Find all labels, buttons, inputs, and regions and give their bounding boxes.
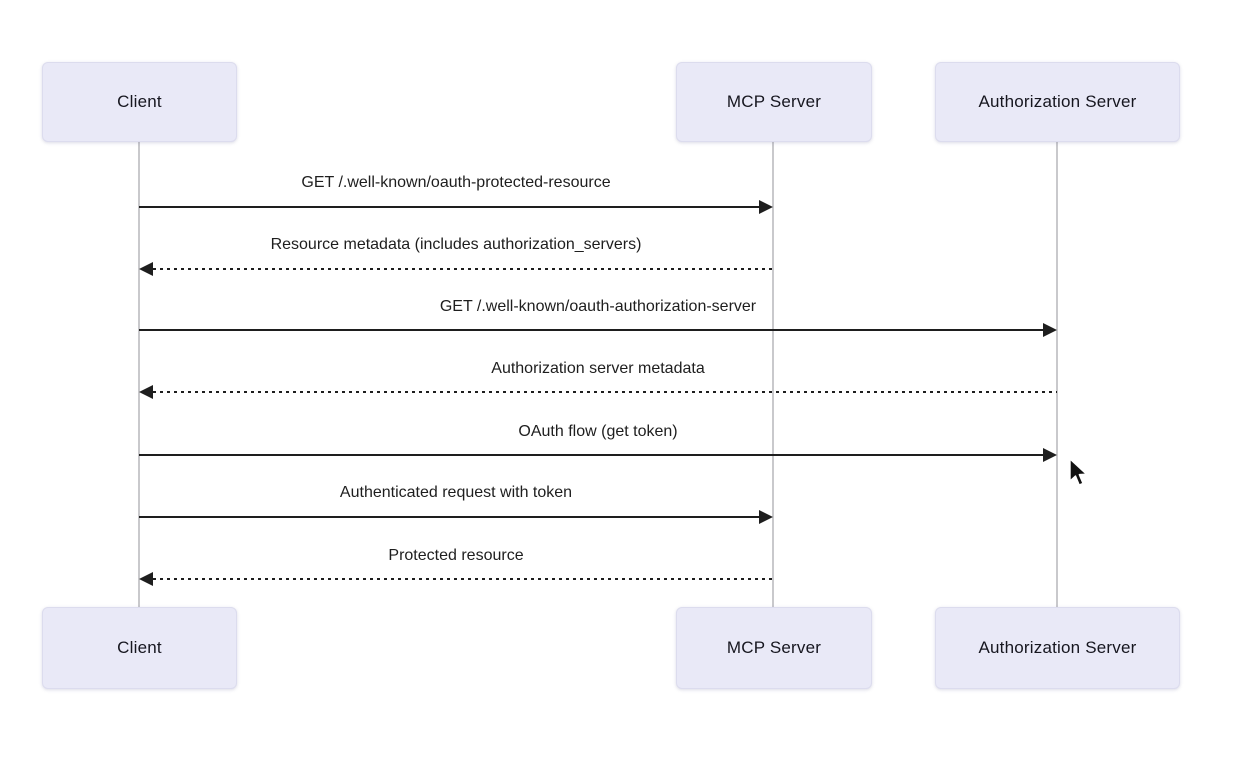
arrowhead-left-icon (139, 572, 153, 586)
message-label-authenticated-request: Authenticated request with token (339, 484, 573, 501)
arrowhead-right-icon (759, 200, 773, 214)
arrowhead-left-icon (139, 385, 153, 399)
message-label-get-authorization-server: GET /.well-known/oauth-authorization-ser… (439, 298, 757, 315)
message-label-get-protected-resource: GET /.well-known/oauth-protected-resourc… (301, 174, 611, 191)
message-line (139, 329, 1044, 331)
message-line (153, 268, 773, 270)
lifeline-mcp-server (772, 142, 774, 608)
actor-client-bottom: Client (42, 607, 237, 689)
message-label-resource-metadata: Resource metadata (includes authorizatio… (270, 236, 642, 253)
message-line (139, 516, 760, 518)
message-label-protected-resource: Protected resource (388, 547, 524, 564)
message-line (139, 206, 760, 208)
actor-client-top: Client (42, 62, 237, 142)
message-label-authorization-server-metadata: Authorization server metadata (491, 360, 705, 377)
actor-mcp-server-bottom: MCP Server (676, 607, 872, 689)
message-line (139, 454, 1044, 456)
lifeline-client (138, 142, 140, 608)
arrowhead-left-icon (139, 262, 153, 276)
arrowhead-right-icon (759, 510, 773, 524)
lifeline-authorization-server (1056, 142, 1058, 608)
actor-authorization-server-bottom: Authorization Server (935, 607, 1180, 689)
message-line (153, 578, 773, 580)
message-label-oauth-flow: OAuth flow (get token) (518, 423, 678, 440)
mouse-cursor-icon (1069, 458, 1088, 486)
arrowhead-right-icon (1043, 323, 1057, 337)
actor-authorization-server-top: Authorization Server (935, 62, 1180, 142)
arrowhead-right-icon (1043, 448, 1057, 462)
message-line (153, 391, 1057, 393)
actor-mcp-server-top: MCP Server (676, 62, 872, 142)
